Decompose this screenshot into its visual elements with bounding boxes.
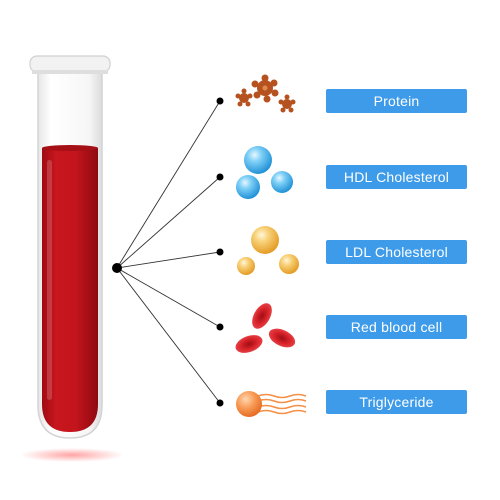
- label-protein: Protein: [326, 89, 467, 113]
- triglyceride-icon: [236, 391, 307, 417]
- label-red-blood-cell: Red blood cell: [326, 315, 467, 339]
- test-tube-icon: [20, 55, 124, 462]
- ldl-cholesterol-icon: [237, 226, 299, 275]
- connector-dots: [112, 97, 224, 407]
- hdl-cholesterol-icon: [236, 146, 293, 199]
- protein-icon: [235, 74, 296, 113]
- label-ldl-cholesterol: LDL Cholesterol: [326, 240, 467, 264]
- connector-lines: [116, 100, 221, 404]
- label-hdl-cholesterol: HDL Cholesterol: [326, 165, 467, 189]
- red-blood-cell-icon: [235, 303, 296, 353]
- label-triglyceride: Triglyceride: [326, 390, 467, 414]
